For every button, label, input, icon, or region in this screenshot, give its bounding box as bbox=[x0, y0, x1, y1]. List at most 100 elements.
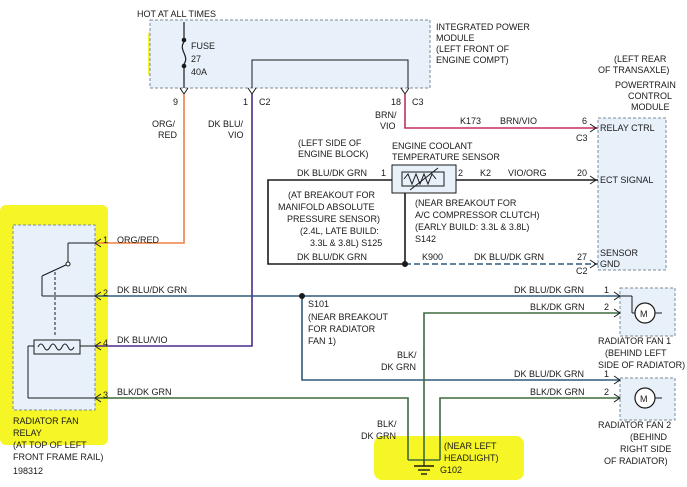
fan1-title: RADIATOR FAN 1 bbox=[598, 336, 671, 346]
ipm-location-1: (LEFT FRONT OF bbox=[436, 44, 510, 54]
fan2-pin-2: 2 bbox=[604, 387, 609, 397]
ect-thermistor-arrow bbox=[409, 167, 439, 191]
ect-location-1: (LEFT SIDE OF bbox=[298, 138, 362, 148]
pcm-location-1: (LEFT REAR bbox=[614, 54, 667, 64]
ect-thermistor-zigzag bbox=[403, 172, 437, 186]
fan2-location-2: RIGHT SIDE bbox=[620, 444, 671, 454]
map-note-3: PRESSURE SENSOR) bbox=[287, 214, 380, 224]
pcm-pin6-chevron bbox=[589, 123, 597, 133]
brn-vio-horizontal-label: BRN/VIO bbox=[500, 116, 537, 126]
ac-note-1: (NEAR BREAKOUT FOR bbox=[415, 198, 517, 208]
fan1-ground-wire bbox=[423, 312, 620, 460]
blk-dk-grn-v1-label-2: DK GRN bbox=[381, 362, 416, 372]
ground-id: G102 bbox=[440, 465, 462, 475]
s125-wire-label: DK BLU/DK GRN bbox=[297, 252, 367, 262]
brn-vio-label-1: BRN/ bbox=[375, 110, 397, 120]
relay-pin-1: 1 bbox=[103, 235, 108, 245]
ipm-title-2: MODULE bbox=[436, 33, 475, 43]
fan2-location-1: (BEHIND bbox=[630, 432, 668, 442]
figure-id: 198312 bbox=[13, 466, 43, 476]
relay-pin-3: 3 bbox=[103, 390, 108, 400]
fuse-label: FUSE bbox=[191, 41, 215, 51]
splice-s101 bbox=[299, 293, 305, 299]
relay-pin-2: 2 bbox=[103, 288, 108, 298]
relay-switch-pivot bbox=[65, 261, 71, 267]
ipm-pin9-chevron bbox=[179, 87, 189, 95]
ipm-connector-c2: C2 bbox=[259, 97, 271, 107]
k2-label: K2 bbox=[480, 168, 491, 178]
brn-vio-wire bbox=[404, 94, 598, 129]
pcm-gnd-label: GND bbox=[600, 259, 621, 269]
org-red-wire bbox=[95, 94, 185, 244]
ipm-hot-label: HOT AT ALL TIMES bbox=[137, 9, 216, 19]
fan1-motor-letter: M bbox=[640, 309, 648, 319]
ect-location-2: ENGINE BLOCK) bbox=[298, 149, 369, 159]
fan2-ground-wire bbox=[439, 397, 620, 460]
pcm-pin-27: 27 bbox=[577, 252, 587, 262]
ect-pin-1: 1 bbox=[381, 168, 386, 178]
ground-location-1: (NEAR LEFT bbox=[444, 441, 497, 451]
pcm-pin27-chevron bbox=[589, 259, 597, 269]
ect-title-1: ENGINE COOLANT bbox=[392, 141, 473, 151]
fan1-pin2-chevron bbox=[613, 308, 621, 318]
org-red-label-2: RED bbox=[158, 130, 178, 140]
ect-pin1-wire-label: DK BLU/DK GRN bbox=[297, 168, 367, 178]
fan2-pin-1: 1 bbox=[604, 369, 609, 379]
relay-pin-4: 4 bbox=[103, 338, 108, 348]
relay-location-2: FRONT FRAME RAIL) bbox=[13, 452, 103, 462]
k173-label: K173 bbox=[460, 116, 481, 126]
pcm-box bbox=[597, 117, 667, 271]
splice-s125 bbox=[402, 261, 408, 267]
dk-blu-vio-label-2: VIO bbox=[228, 130, 244, 140]
fan2-pin1-wire-label: DK BLU/DK GRN bbox=[514, 369, 584, 379]
blk-dk-grn-v2-label-2: DK GRN bbox=[361, 431, 396, 441]
pcm-relay-ctrl: RELAY CTRL bbox=[600, 123, 655, 133]
ground-highlight bbox=[374, 436, 524, 480]
ect-thermistor-box bbox=[401, 171, 445, 187]
relay-pin3-wire-label: BLK/DK GRN bbox=[117, 387, 172, 397]
fuse-element bbox=[181, 41, 187, 65]
org-red-label-1: ORG/ bbox=[152, 119, 176, 129]
pcm-location-2: OF TRANSAXLE) bbox=[598, 65, 669, 75]
fan-breakout-3: FAN 1) bbox=[308, 336, 336, 346]
fan1-location-1: (BEHIND LEFT bbox=[605, 348, 667, 358]
ect-title-2: TEMPERATURE SENSOR bbox=[392, 152, 500, 162]
blk-dk-grn-v2-label-1: BLK/ bbox=[377, 419, 397, 429]
pcm-pin-6: 6 bbox=[582, 116, 587, 126]
ect-ground-wire bbox=[267, 179, 405, 265]
ipm-location-2: ENGINE COMPT) bbox=[436, 55, 509, 65]
map-note-1: (AT BREAKOUT FOR bbox=[288, 190, 376, 200]
ipm-pin1-chevron bbox=[247, 87, 257, 95]
fuse-terminal-bottom bbox=[181, 63, 187, 69]
ipm-internal-bus bbox=[251, 59, 409, 88]
blk-dk-grn-v1-label-1: BLK/ bbox=[397, 350, 417, 360]
fuse-number: 27 bbox=[191, 54, 201, 64]
fan2-pin2-chevron bbox=[613, 393, 621, 403]
dk-blu-vio-label-1: DK BLU/ bbox=[208, 119, 244, 129]
map-note-5: 3.3L & 3.8L) S125 bbox=[310, 238, 382, 248]
relay-coil-winding bbox=[37, 343, 75, 351]
pcm-sensor-label: SENSOR bbox=[600, 248, 639, 258]
fan2-location-3: OF RADIATOR) bbox=[604, 456, 668, 466]
pcm-pin-20: 20 bbox=[577, 168, 587, 178]
fan1-location-2: SIDE OF RADIATOR) bbox=[598, 360, 685, 370]
relay-title-2: RELAY bbox=[13, 428, 42, 438]
fan2-pin2-wire-label: BLK/DK GRN bbox=[530, 387, 585, 397]
ground-location-2: HEADLIGHT) bbox=[444, 453, 499, 463]
relay-switch-arm bbox=[41, 263, 69, 277]
pcm-connector-c2: C2 bbox=[576, 266, 588, 276]
pcm-title-2: CONTROL bbox=[628, 91, 672, 101]
map-note-2: MANIFOLD ABSOLUTE bbox=[278, 202, 375, 212]
fan2-pin1-chevron bbox=[613, 375, 621, 385]
relay-pin1-wire-label: ORG/RED bbox=[117, 235, 160, 245]
dk-blu-vio-wire bbox=[95, 94, 253, 347]
fan1-pin1-wire-label: DK BLU/DK GRN bbox=[514, 285, 584, 295]
ac-note-3: (EARLY BUILD: 3.3L & 3.8L) bbox=[415, 222, 529, 232]
integrated-power-module-box bbox=[149, 19, 431, 89]
relay-pin3-ground-wire bbox=[95, 397, 409, 460]
fan1-pin-2: 2 bbox=[604, 302, 609, 312]
ect-pin-2: 2 bbox=[458, 168, 463, 178]
ipm-pin-9: 9 bbox=[173, 97, 178, 107]
